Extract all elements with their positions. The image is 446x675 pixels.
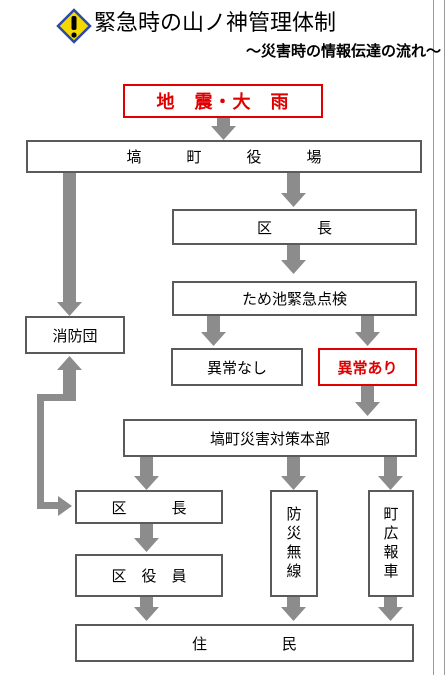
no-abnormality-box: 異常なし (171, 348, 303, 386)
pond-inspection-box: ため池緊急点検 (172, 281, 417, 316)
residents-box: 住 民 (75, 624, 414, 662)
trigger-earthquake-heavy-rain: 地 震・大 雨 (123, 84, 323, 118)
town-office-box: 塙 町 役 場 (26, 140, 422, 173)
warning-diamond-icon (56, 8, 92, 44)
abnormality-box: 異常あり (318, 348, 417, 386)
ward-head-top-box: 区 長 (172, 209, 417, 245)
page-title: 緊急時の山ノ神管理体制 (94, 11, 337, 36)
right-margin-border (433, 0, 445, 675)
pr-vehicle-box: 町広報車 (368, 490, 414, 597)
disaster-radio-box: 防災無線 (270, 490, 318, 597)
page-subtitle: ～災害時の情報伝達の流れ～ (246, 42, 442, 60)
ward-officers-box: 区 役 員 (75, 554, 223, 597)
ward-head-bottom-box: 区 長 (75, 490, 223, 524)
fire-brigade-box: 消防団 (25, 316, 125, 354)
disaster-hq-box: 塙町災害対策本部 (123, 419, 417, 457)
